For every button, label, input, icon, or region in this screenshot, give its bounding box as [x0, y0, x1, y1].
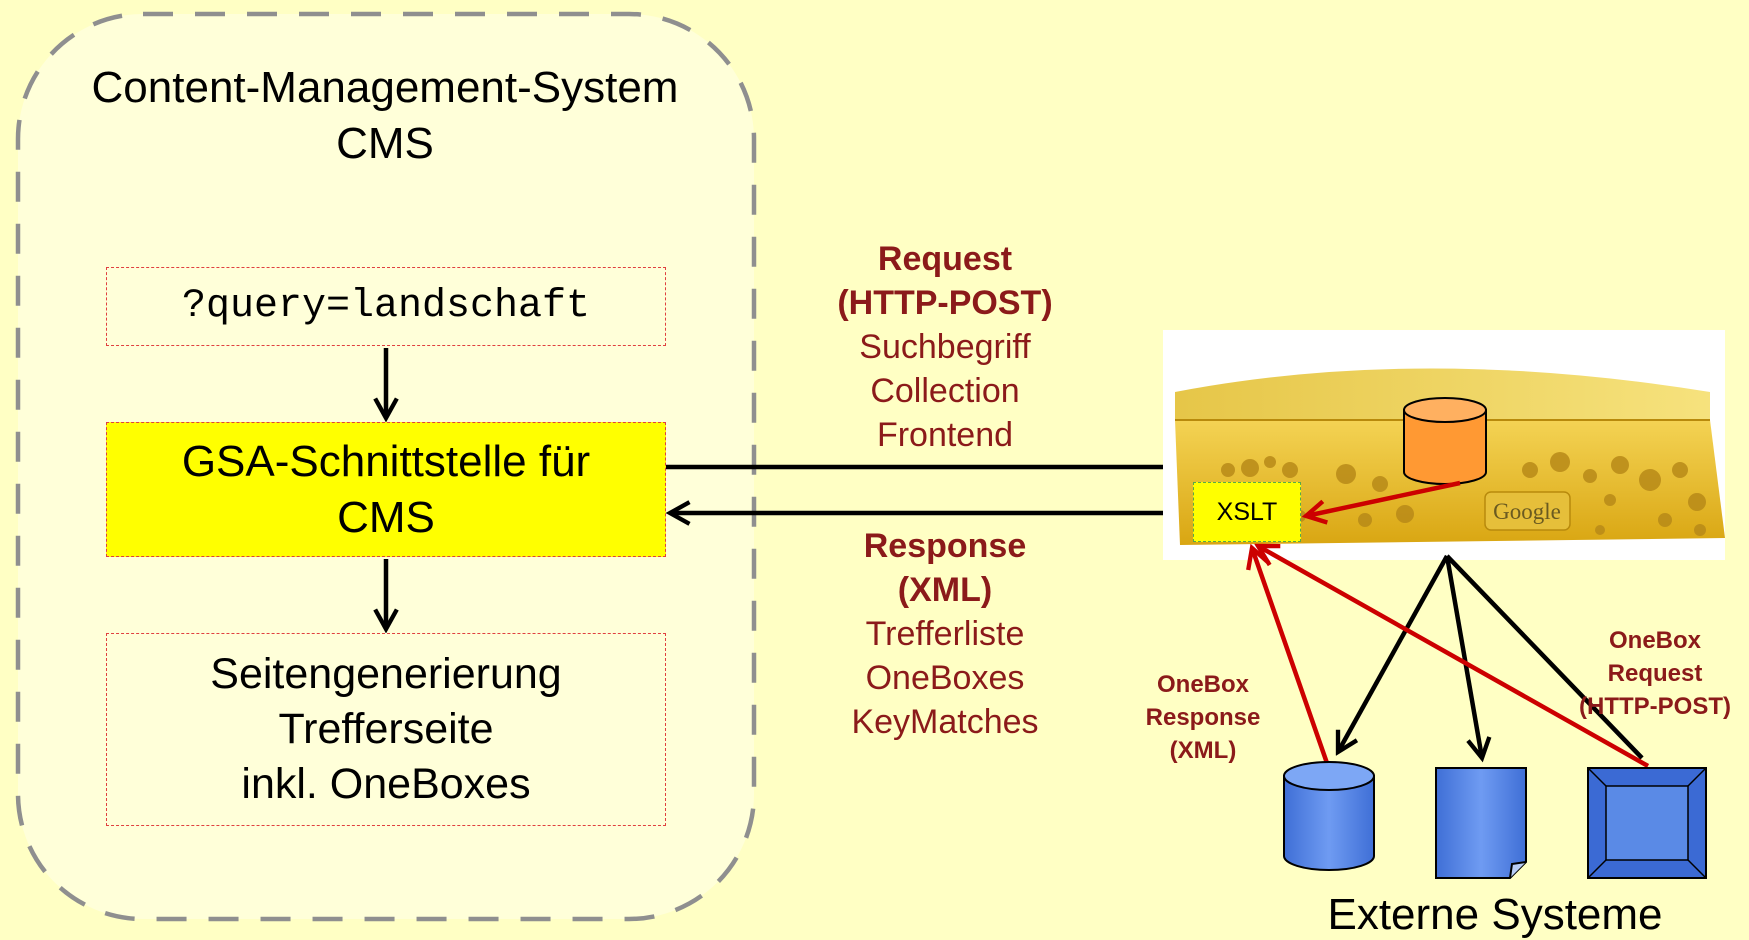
- response-item: Trefferliste: [865, 615, 1025, 653]
- page-generation-box: Seitengenerierung Trefferseite inkl. One…: [106, 633, 666, 826]
- gsa-interface-box: GSA-Schnittstelle für CMS: [106, 422, 666, 557]
- query-box: ?query=landschaft: [106, 267, 666, 346]
- request-item: Suchbegriff: [859, 328, 1031, 366]
- arrow-appliance-to-external-3: [1445, 554, 1644, 760]
- response-item: OneBoxes: [865, 659, 1025, 697]
- arrow-appliance-to-external-2: [1444, 555, 1482, 758]
- arrow-onebox-response: [1252, 548, 1331, 767]
- external-systems-label: Externe Systeme: [1327, 890, 1663, 939]
- response-title-line1: Response: [863, 527, 1027, 565]
- response-title-line2: (XML): [897, 571, 993, 609]
- cms-title-line1: Content-Management-System: [91, 63, 679, 112]
- onebox-response-line1: OneBox: [1156, 671, 1249, 698]
- database-icon: [1403, 397, 1487, 485]
- cms-title: Content-Management-System CMS: [20, 60, 750, 172]
- onebox-request-label: OneBox Request (HTTP-POST): [1560, 624, 1749, 723]
- page-generation-line3: inkl. OneBoxes: [241, 760, 531, 808]
- gsa-interface-line2: CMS: [337, 492, 435, 542]
- onebox-response-line2: Response: [1145, 704, 1261, 731]
- response-item: KeyMatches: [851, 703, 1039, 741]
- request-item: Frontend: [876, 416, 1014, 454]
- request-title-line1: Request: [877, 240, 1013, 278]
- query-text: ?query=landschaft: [181, 284, 591, 329]
- onebox-response-label: OneBox Response (XML): [1118, 668, 1288, 767]
- external-system-box-icon: [1587, 767, 1707, 879]
- external-database-icon: [1283, 761, 1375, 871]
- xslt-label: XSLT: [1216, 497, 1278, 526]
- request-title-line2: (HTTP-POST): [837, 284, 1053, 322]
- external-document-icon: [1435, 767, 1527, 879]
- arrow-database-to-xslt: [1306, 480, 1461, 516]
- arrow-appliance-to-external-1: [1338, 554, 1449, 752]
- xslt-box: XSLT: [1193, 482, 1301, 542]
- onebox-request-line1: OneBox: [1608, 627, 1701, 654]
- onebox-request-line3: (HTTP-POST): [1579, 693, 1731, 720]
- page-generation-line2: Trefferseite: [278, 705, 494, 753]
- request-label: Request (HTTP-POST) Suchbegriff Collecti…: [795, 237, 1095, 457]
- page-generation-line1: Seitengenerierung: [210, 650, 562, 698]
- appliance-brand-label: Google: [1493, 499, 1561, 524]
- cms-title-line2: CMS: [336, 119, 434, 168]
- gsa-interface-line1: GSA-Schnittstelle für: [181, 436, 591, 486]
- request-item: Collection: [870, 372, 1020, 410]
- arrow-onebox-request: [1258, 546, 1650, 768]
- onebox-response-line3: (XML): [1169, 737, 1237, 764]
- response-label: Response (XML) Trefferliste OneBoxes Key…: [795, 524, 1095, 744]
- onebox-request-line2: Request: [1607, 660, 1703, 687]
